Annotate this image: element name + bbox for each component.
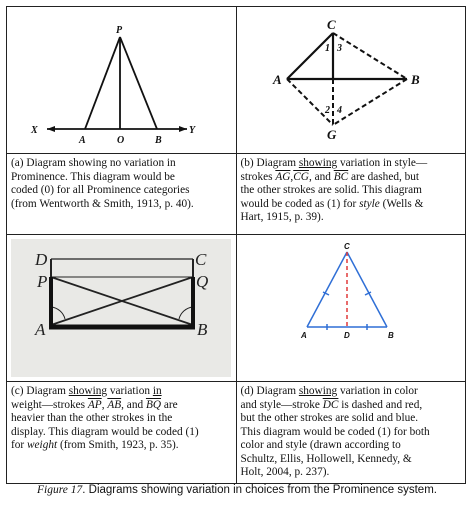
caption-line: color and style (drawn according to — [240, 439, 401, 451]
label-d: D — [34, 250, 48, 269]
label-c: C — [195, 250, 207, 269]
tick-mark-cb — [364, 291, 371, 296]
label-o: O — [117, 135, 124, 146]
label-p: P — [36, 272, 47, 291]
label-a: A — [78, 135, 86, 146]
panel-c-diagram: D C P Q A B — [11, 239, 231, 377]
caption-line: heavier than the other strokes in the — [11, 412, 173, 424]
panel-a-diagram: P X A O B Y — [30, 25, 196, 146]
caption-line: Schultz, Ellis, Hollowell, Kennedy, & — [240, 452, 412, 465]
label-c: C — [327, 17, 336, 32]
figure-label: Figure 17 — [37, 484, 83, 496]
caption-line: (c) Diagram showing variation in — [11, 385, 162, 397]
label-q: Q — [196, 272, 208, 291]
line-ca — [285, 32, 334, 80]
label-d: D — [344, 331, 350, 340]
arrow-x — [47, 126, 55, 132]
caption-line: Prominence. This diagram would be — [11, 170, 175, 183]
label-b: B — [154, 135, 162, 146]
caption-line: strokes AG,CG, and BC are dashed, but — [240, 170, 420, 183]
panel-b-caption: (b) Diagram showing variation in style— … — [235, 153, 466, 235]
panel-c-figure: D C P Q A B — [6, 234, 237, 382]
angle-1: 1 — [325, 43, 330, 54]
label-a: A — [272, 72, 282, 87]
caption-line: weight—strokes AP, AB, and BQ are — [11, 398, 178, 411]
angle-3: 3 — [336, 43, 342, 54]
caption-line: (d) Diagram showing variation in color — [240, 385, 418, 397]
caption-line: (b) Diagram showing variation in style— — [240, 157, 428, 169]
label-y: Y — [189, 125, 196, 136]
panel-a-caption: (a) Diagram showing no variation in Prom… — [6, 153, 237, 235]
label-c: C — [344, 242, 350, 251]
caption-line: would be coded as (1) for style (Wells & — [240, 197, 424, 210]
line-pb — [119, 36, 158, 130]
tick-mark-ca — [322, 291, 329, 296]
caption-line: (a) Diagram showing no variation in — [11, 157, 176, 169]
label-a: A — [300, 331, 307, 340]
panel-d-figure: C A D B — [235, 234, 466, 382]
caption-line: Holt, 2004, p. 237). — [240, 466, 330, 478]
label-x: X — [30, 125, 38, 136]
label-a: A — [34, 320, 46, 339]
caption-line: Hart, 1915, p. 39). — [240, 211, 324, 223]
line-ag-dashed — [285, 78, 334, 126]
figure-grid: P X A O B Y — [6, 6, 466, 484]
panel-b-figure: C A B G 1 3 2 4 — [235, 6, 466, 154]
caption-line: display. This diagram would be coded (1) — [11, 425, 199, 438]
angle-4: 4 — [336, 105, 342, 116]
angle-2: 2 — [324, 105, 330, 116]
caption-line: (from Wentworth & Smith, 1913, p. 40). — [11, 197, 194, 210]
line-bg-dashed — [331, 78, 408, 126]
label-b: B — [410, 72, 420, 87]
caption-line: and style—stroke DC is dashed and red, — [240, 398, 423, 411]
arrow-y — [179, 126, 187, 132]
panel-b-diagram: C A B G 1 3 2 4 — [272, 17, 420, 142]
line-pa — [84, 36, 121, 130]
label-p: P — [116, 25, 123, 36]
panel-d-caption: (d) Diagram showing variation in color a… — [235, 381, 466, 484]
panel-d-diagram: C A D B — [300, 242, 394, 340]
figure-caption: Figure 17. Diagrams showing variation in… — [0, 484, 474, 496]
caption-line: coded (0) for all Prominence categories — [11, 184, 190, 196]
line-ca — [305, 251, 348, 328]
line-qa-diag — [50, 276, 194, 326]
line-bc-dashed — [331, 32, 408, 80]
label-g: G — [327, 127, 337, 142]
label-b: B — [388, 331, 394, 340]
caption-line: but the other strokes are solid and blue… — [240, 412, 419, 424]
caption-line: for weight (from Smith, 1923, p. 35). — [11, 439, 179, 451]
figure-caption-text: . Diagrams showing variation in choices … — [82, 484, 437, 496]
label-b: B — [197, 320, 208, 339]
panel-a-figure: P X A O B Y — [6, 6, 237, 154]
caption-line: This diagram would be coded (1) for both — [240, 425, 430, 438]
line-cb — [345, 251, 388, 328]
caption-line: the other strokes are solid. This diagra… — [240, 184, 422, 196]
panel-c-caption: (c) Diagram showing variation in weight—… — [6, 381, 237, 484]
